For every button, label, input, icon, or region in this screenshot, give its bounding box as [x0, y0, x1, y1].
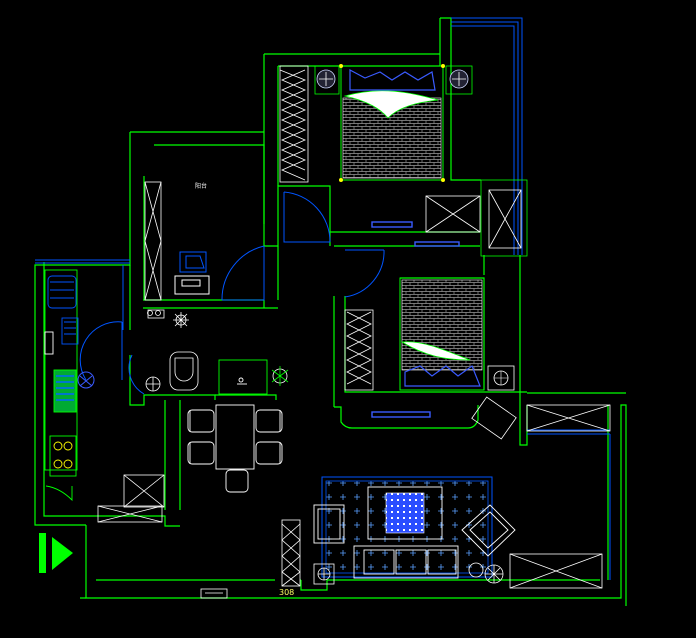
dimension-label: 308: [279, 588, 294, 597]
window-boxes: [97, 179, 611, 589]
living-lamp: [313, 563, 335, 585]
nightstand-lamps: [314, 65, 473, 95]
coffee-table: [367, 486, 443, 540]
balcony-edge: [35, 17, 611, 580]
kitchen-plant: [77, 371, 95, 389]
tv-consoles: [371, 221, 460, 418]
dining-set: [187, 404, 283, 493]
study-desk: [174, 251, 210, 295]
tv-cabinet: [471, 396, 517, 440]
room-label: 阳台: [195, 182, 207, 190]
armchair: [461, 504, 516, 557]
kitchen: [44, 269, 79, 502]
master-bed: [339, 64, 445, 182]
storage-cabinet: [218, 359, 268, 395]
doors: [79, 191, 385, 395]
shoe-cabinet: [281, 519, 301, 587]
second-bed: [399, 277, 515, 391]
play-arrow-icon[interactable]: [39, 533, 73, 573]
wardrobe-bedroom2: [344, 309, 374, 391]
entry-door-mark: [200, 588, 228, 599]
living-plants: [468, 562, 504, 584]
wardrobe-bedroom1: [279, 65, 309, 183]
potted-plant: [271, 366, 289, 386]
sofa: [313, 504, 459, 579]
bathroom: [145, 309, 199, 392]
